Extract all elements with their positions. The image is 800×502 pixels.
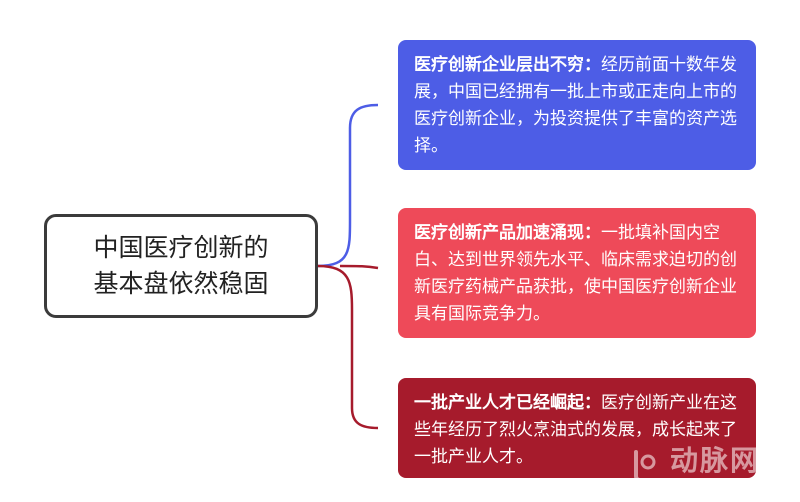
card-title: 医疗创新企业层出不穷： [414,55,601,75]
watermark-sub: VBDATA.CN [670,476,742,489]
card-innovative-products: 医疗创新产品加速涌现：一批填补国内空白、达到世界领先水平、临床需求迫切的创新医疗… [398,208,756,338]
watermark-main: 动脉网 [670,444,761,477]
card-body: 一批填补国内空白、达到世界领先水平、临床需求迫切的创新医疗药械产品获批，使中国医… [414,223,737,324]
watermark-logo-icon [634,450,658,482]
watermark: 动脉网 VBDATA.CN [670,446,760,490]
root-node-text: 中国医疗创新的 基本盘依然稳固 [93,233,269,298]
card-innovative-companies: 医疗创新企业层出不穷：经历前面十数年发展，中国已经拥有一批上市或正走向上市的医疗… [398,40,756,170]
connector-middle [339,264,379,270]
root-node: 中国医疗创新的 基本盘依然稳固 [44,214,318,318]
card-body: 经历前面十数年发展，中国已经拥有一批上市或正走向上市的医疗创新企业，为投资提供了… [414,55,737,156]
card-body: 医疗创新产业在这些年经历了烈火烹油式的发展，成长起来了一批产业人才。 [414,393,737,467]
card-title: 医疗创新产品加速涌现： [414,223,601,243]
connector-lower [317,264,379,430]
connector-upper [317,103,379,268]
card-title: 一批产业人才已经崛起： [414,393,601,413]
card-industry-talent: 一批产业人才已经崛起：医疗创新产业在这些年经历了烈火烹油式的发展，成长起来了一批… [398,378,756,478]
